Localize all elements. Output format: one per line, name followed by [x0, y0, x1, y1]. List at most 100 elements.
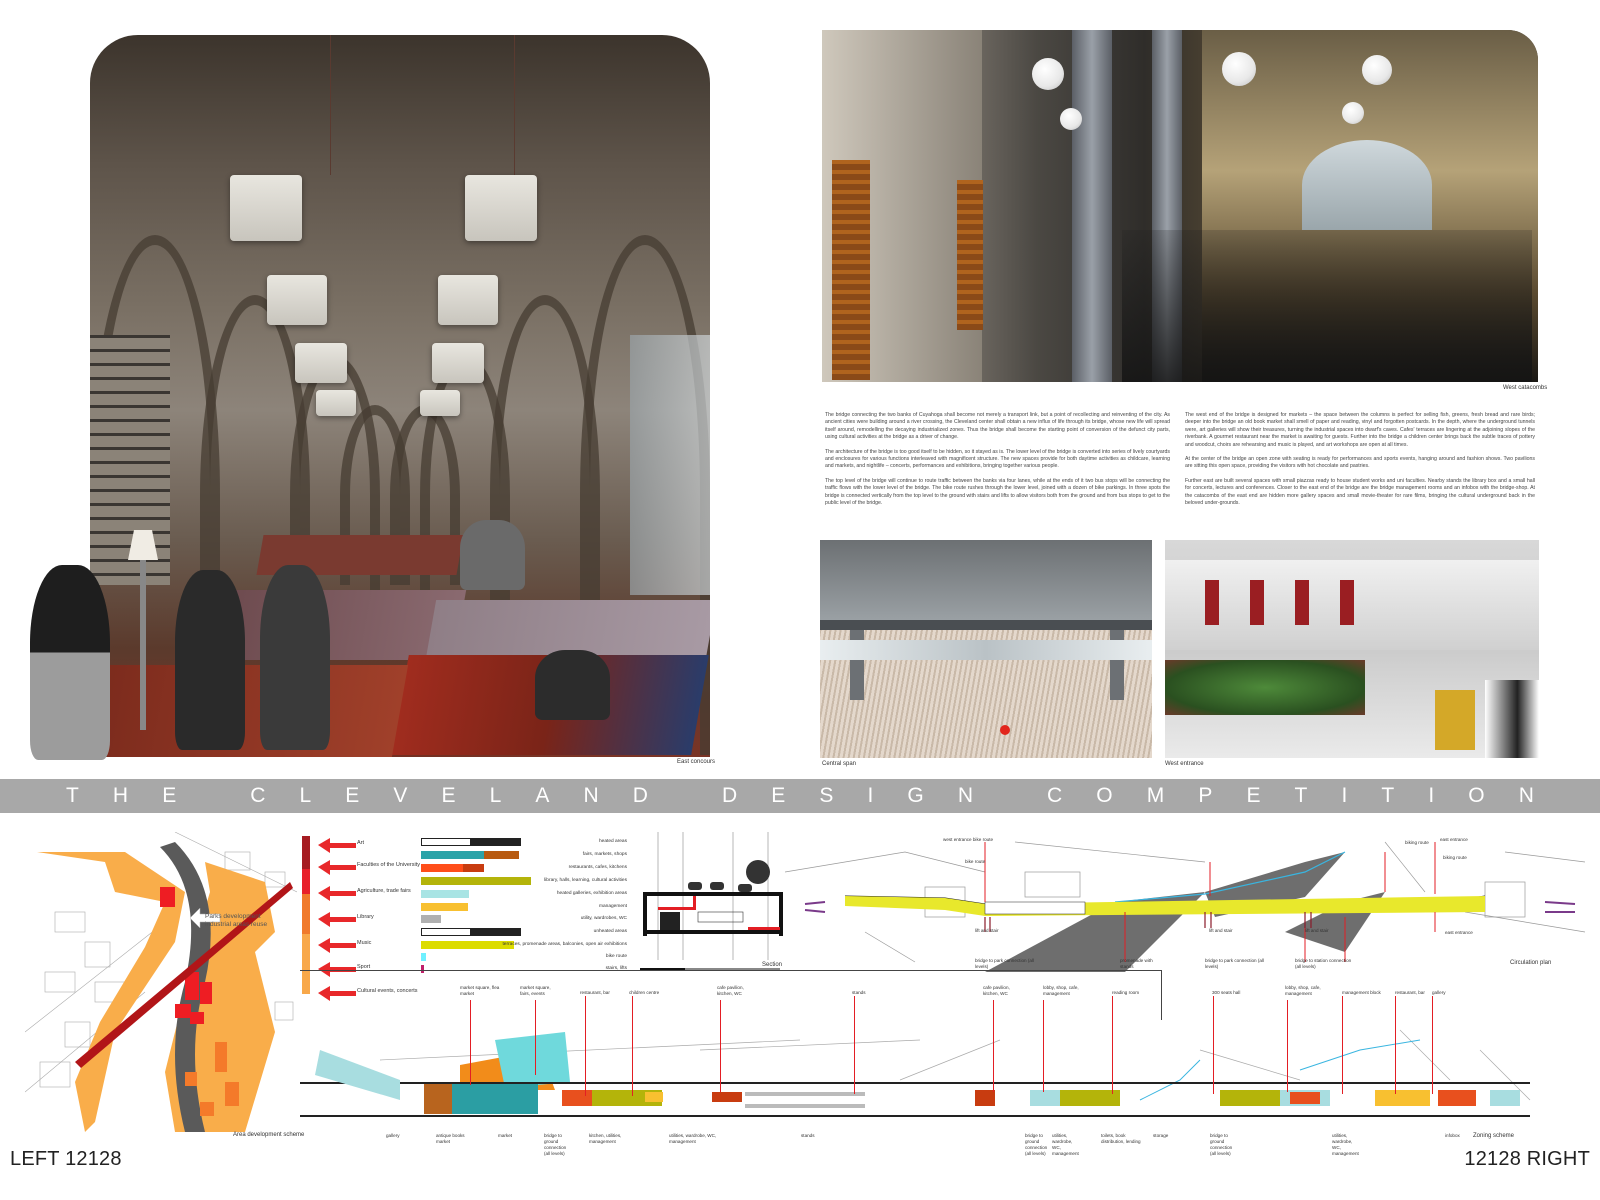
banner-letter: I	[1428, 784, 1435, 807]
bridge-deck-underside	[820, 540, 1152, 620]
circulation-plan-svg	[784, 841, 1586, 972]
globe-lamp	[1362, 55, 1392, 85]
banner-flag	[1205, 580, 1219, 625]
banner-letter: N	[957, 784, 973, 807]
zoning-label: gallery	[1432, 990, 1446, 995]
banner-letter: E	[771, 784, 786, 807]
banner-flag	[1295, 580, 1309, 625]
screen	[1302, 140, 1432, 230]
arrow-icon	[318, 912, 356, 927]
zoning-label: 300 seats hall	[1212, 990, 1241, 995]
banner-letter: L	[489, 784, 502, 807]
sky	[820, 640, 1152, 660]
zoning-label: lobby, shop, cafe, management	[1043, 985, 1079, 996]
leader-line	[632, 996, 633, 1096]
bar-galleries	[421, 890, 469, 898]
legend-label-agriculture: Agriculture, trade fairs	[357, 888, 411, 894]
description-column-1: The bridge connecting the two banks of C…	[825, 412, 1170, 514]
chart-label: heated galleries, exhibition areas	[556, 891, 627, 896]
paragraph: At the center of the bridge an open zone…	[1185, 456, 1535, 470]
banner-letter: P	[1198, 784, 1213, 807]
banner-letter: N	[1518, 784, 1534, 807]
legend-color-music	[302, 934, 310, 994]
zoning-label: market square, fairs, events	[520, 985, 551, 996]
chart-label: fairs, markets, shops	[582, 852, 627, 857]
vegetable-stall	[1165, 660, 1365, 715]
pendant-lamp	[465, 175, 537, 241]
zoning-label: cafe pavilion, kitchen, WC	[717, 985, 744, 996]
chart-label: library, halls, learning, cultural activ…	[544, 878, 627, 883]
map-drawing	[24, 831, 298, 1132]
audience	[1122, 230, 1532, 382]
zoning-label: infobox	[1445, 1133, 1460, 1138]
label-biking-route: biking route	[1405, 840, 1429, 845]
caption-east-concourse: East concours	[677, 759, 716, 765]
steel-column	[1072, 30, 1112, 382]
pendant-lamp	[295, 343, 347, 383]
arrow-icon	[318, 886, 356, 901]
zoning-label: utilities, wardrobe, WC, management	[669, 1133, 717, 1144]
chart-label: unheated areas	[593, 929, 627, 934]
paragraph: The bridge connecting the two banks of C…	[825, 412, 1170, 441]
zoning-label: market	[498, 1133, 513, 1138]
caption-section: Section	[762, 962, 783, 968]
legend-label-art: Art	[357, 840, 365, 846]
zoning-label: bridge to ground connection (all levels)	[544, 1133, 567, 1156]
sculpture	[957, 180, 983, 330]
legend-color-faculties	[302, 869, 310, 894]
banner-letter: M	[1146, 784, 1165, 807]
competition-title-banner: T H E C L E V E L A N D D E S I G N C O …	[0, 779, 1600, 813]
legend-label-music: Music	[357, 940, 372, 946]
globe-lamp	[1032, 58, 1064, 90]
area-development-map: Parks development industrial areas reuse	[24, 831, 298, 1132]
circulation-plan: west entrance bike route bike route lift…	[784, 832, 1600, 972]
legend-color-art	[302, 836, 310, 869]
pendant-lamp	[438, 275, 498, 325]
leader-line	[1213, 996, 1214, 1094]
leader-line	[1287, 1000, 1288, 1092]
leader-line	[1342, 996, 1343, 1094]
banner-letter: D	[632, 784, 648, 807]
caption-west-entrance: West entrance	[1165, 761, 1204, 767]
zoning-label: restaurant, bar	[1395, 990, 1425, 995]
zoning-label: market square, flea market	[460, 985, 500, 996]
gold-leaf	[1435, 690, 1475, 750]
lamp-cord	[330, 35, 331, 175]
caption-area-scheme: Area development scheme	[233, 1132, 305, 1138]
paragraph: The top level of the bridge will continu…	[825, 477, 1170, 507]
label-west-entrance-bike: west entrance bike route	[943, 837, 994, 842]
pendant-lamp	[267, 275, 327, 325]
pendant-lamp	[420, 390, 460, 416]
pendant-lamp	[432, 343, 484, 383]
footer-right-code: 12128 RIGHT	[1464, 1148, 1590, 1170]
description-column-2: The west end of the bridge is designed f…	[1185, 412, 1535, 514]
leader-line	[1112, 996, 1113, 1094]
zoning-label: management block	[1342, 990, 1381, 995]
legend-color-agriculture	[302, 894, 310, 934]
label-promenade: promenade with stands	[1120, 958, 1153, 969]
cow	[1485, 680, 1539, 758]
label-biking-route-2: biking route	[1443, 855, 1467, 860]
zoning-label: storage	[1153, 1133, 1169, 1138]
zoning-label: antique books market	[436, 1133, 465, 1144]
zoning-plan-svg	[300, 1029, 1531, 1117]
leader-line	[1395, 996, 1396, 1094]
leader-line	[1043, 1000, 1044, 1092]
zoning-label: kitchen, utilities, management	[589, 1133, 622, 1144]
banner-letter: T	[1381, 784, 1395, 807]
banner-letter: O	[1468, 784, 1485, 807]
bar-heated-black	[471, 838, 521, 846]
label-bridge-park: bridge to park connection (all levels)	[975, 958, 1034, 969]
zoning-label: stands	[801, 1133, 815, 1138]
arrow-icon	[318, 860, 356, 875]
bar-heated-white	[421, 838, 471, 846]
label-lift-stair: lift and stair	[1209, 928, 1233, 933]
arrow-icon	[318, 838, 356, 853]
arrow-icon	[318, 962, 356, 977]
banner-letter: T	[66, 784, 79, 807]
person-reading	[175, 570, 245, 750]
leader-line	[585, 996, 586, 1096]
chart-label: management	[599, 904, 627, 909]
bookshelf	[90, 335, 170, 585]
bar-management	[421, 903, 468, 911]
